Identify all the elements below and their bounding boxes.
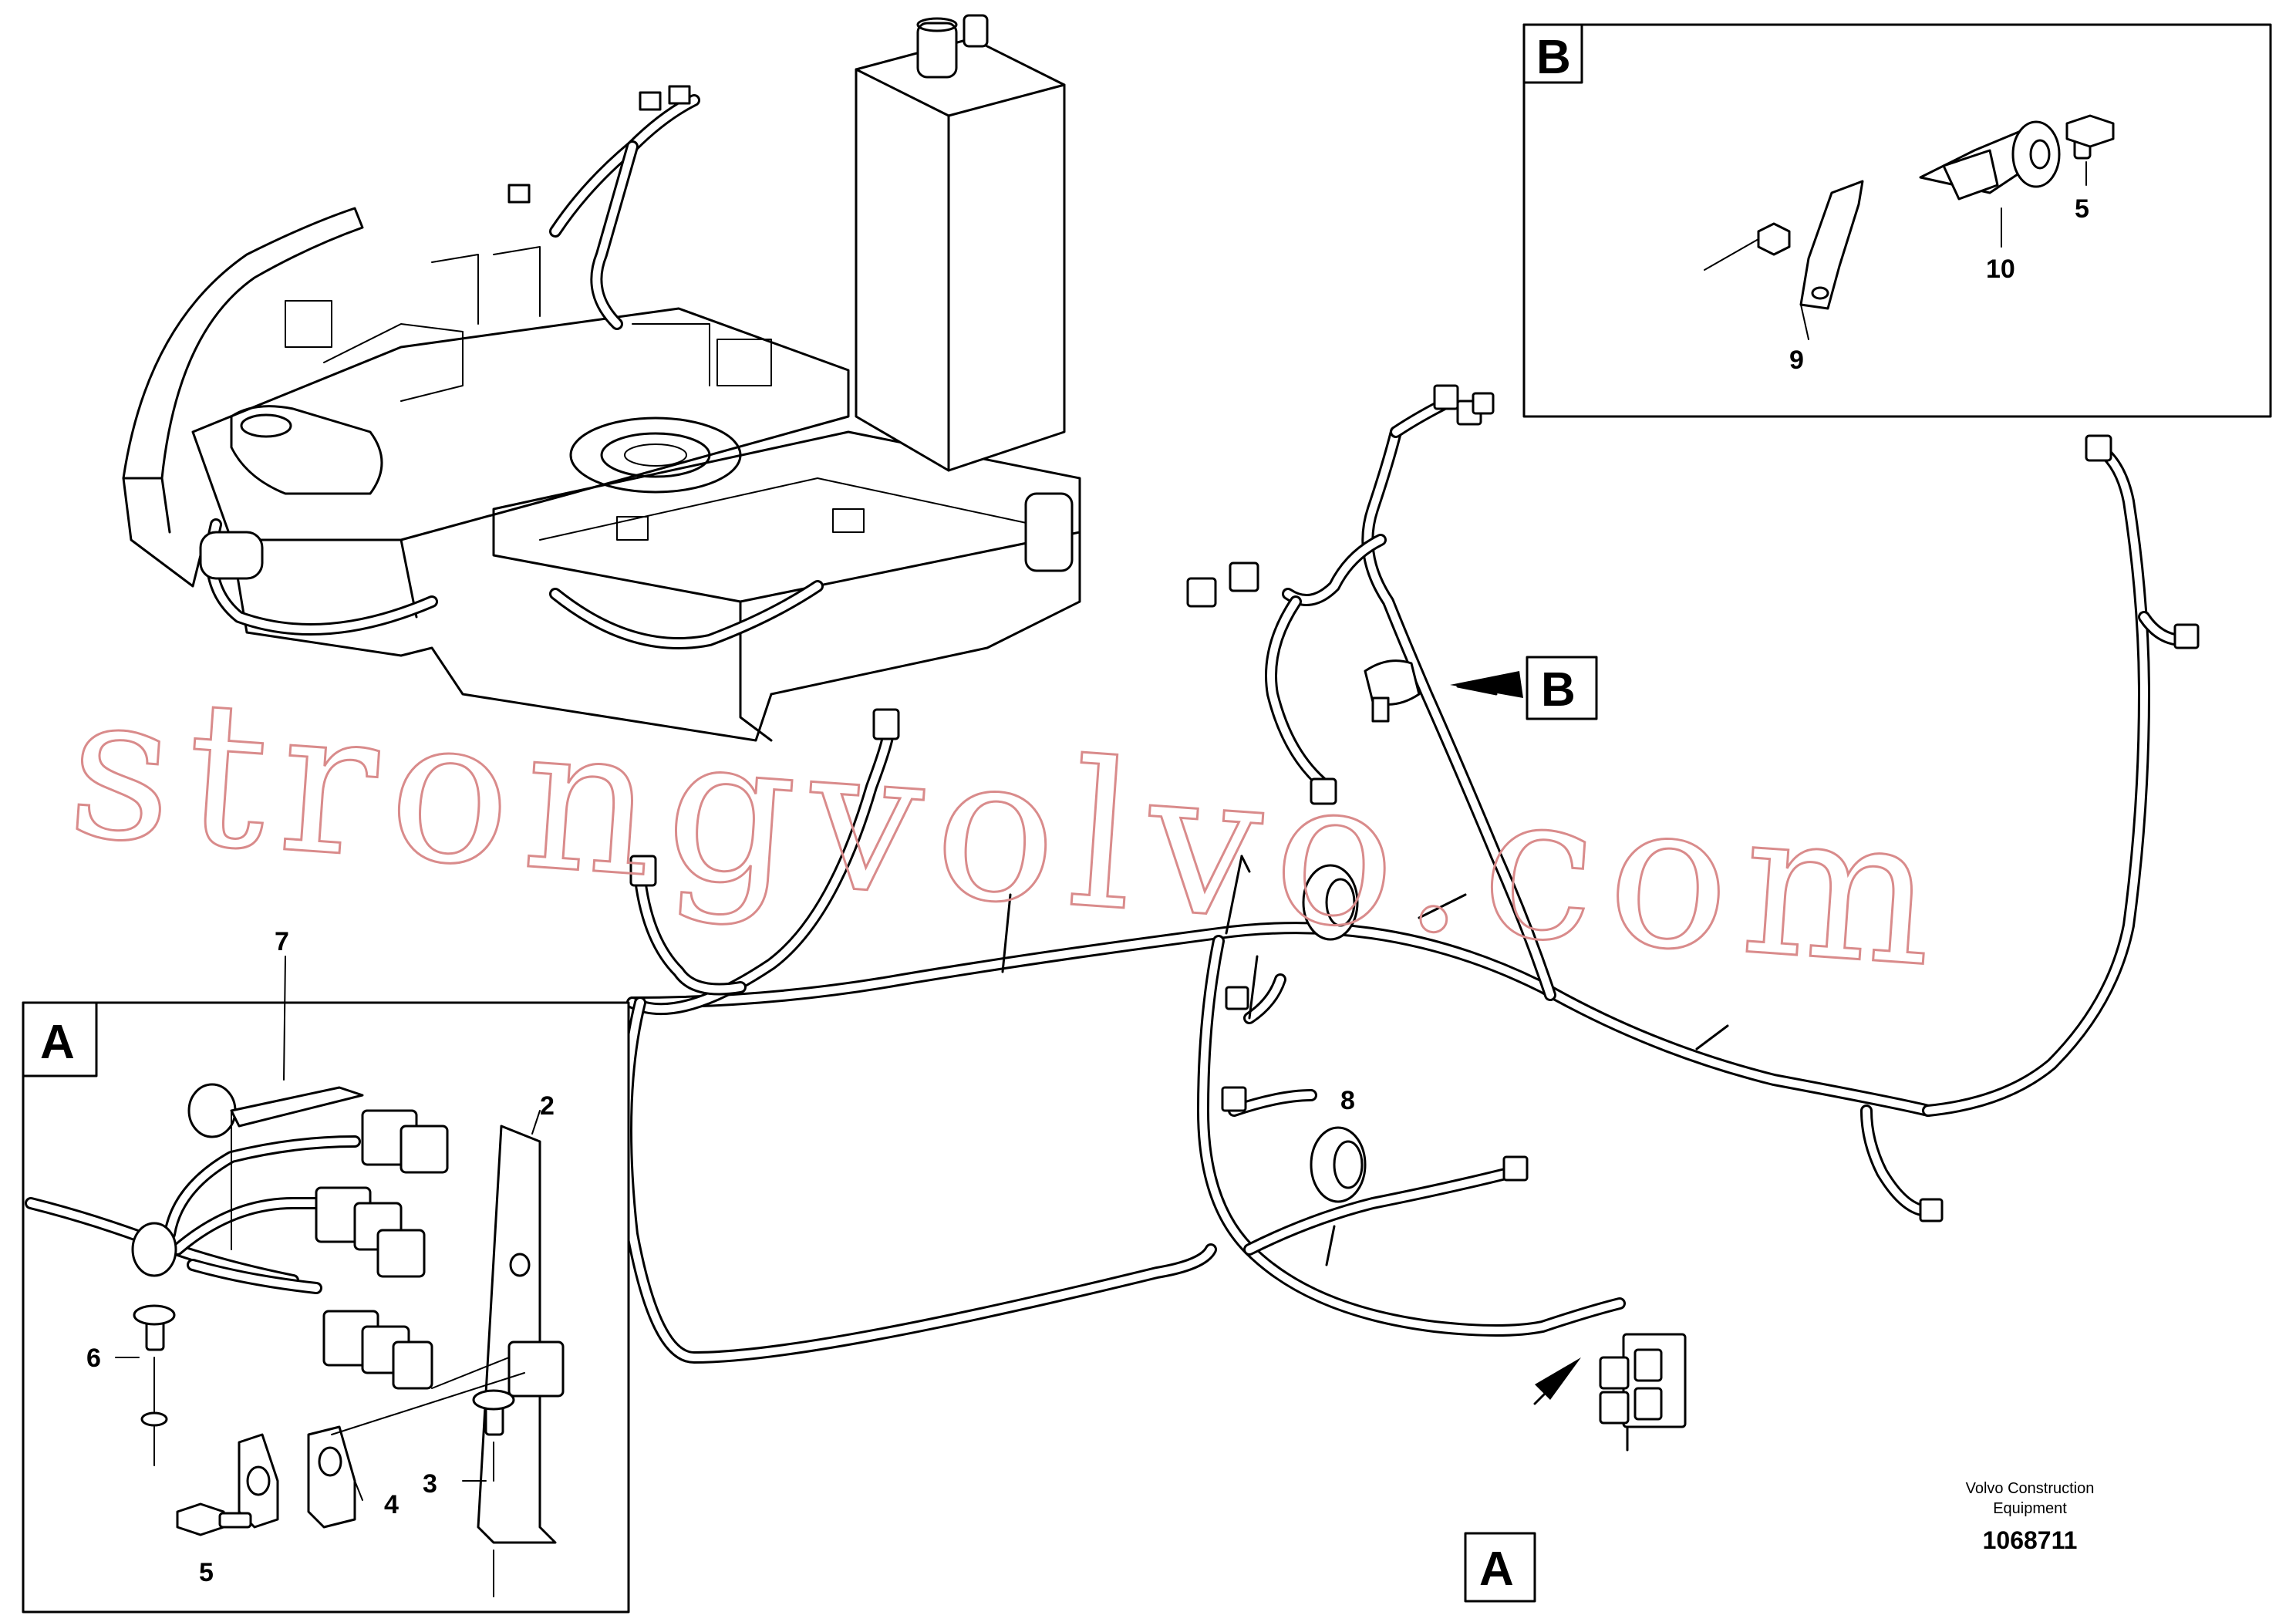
detail-a-label: A (40, 1016, 75, 1069)
pointer-arrows (1450, 671, 1581, 1405)
pointer-b-label: B (1541, 663, 1576, 717)
pointer-a-box (1464, 1532, 1536, 1603)
detail-b-label: B (1536, 31, 1571, 84)
credit-line-2: Equipment (1993, 1500, 2067, 1517)
pointer-a-label: A (1479, 1543, 1514, 1596)
detail-a-box (22, 956, 630, 1614)
callout-2: 2 (540, 1091, 555, 1121)
callout-5-detail-b: 5 (2075, 194, 2089, 224)
document-number: 1068711 (1983, 1526, 2078, 1554)
credit-line-1: Volvo Construction (1966, 1480, 2095, 1497)
callout-10: 10 (1986, 255, 2015, 284)
machine-frame-illustration (122, 14, 1081, 742)
detail-b-box (1522, 23, 2272, 418)
callout-6: 6 (86, 1344, 101, 1373)
wiring-harness-illustration (620, 384, 2200, 1452)
callout-7: 7 (275, 927, 289, 956)
callout-labels: 2 3 4 5 6 7 8 9 10 5 (86, 194, 2089, 1587)
callout-9: 9 (1789, 346, 1804, 375)
callout-8: 8 (1340, 1086, 1355, 1115)
pointer-b-box (1526, 656, 1598, 720)
callout-5-detail-a: 5 (199, 1558, 214, 1587)
callout-3: 3 (423, 1469, 437, 1499)
callout-4: 4 (384, 1490, 399, 1519)
